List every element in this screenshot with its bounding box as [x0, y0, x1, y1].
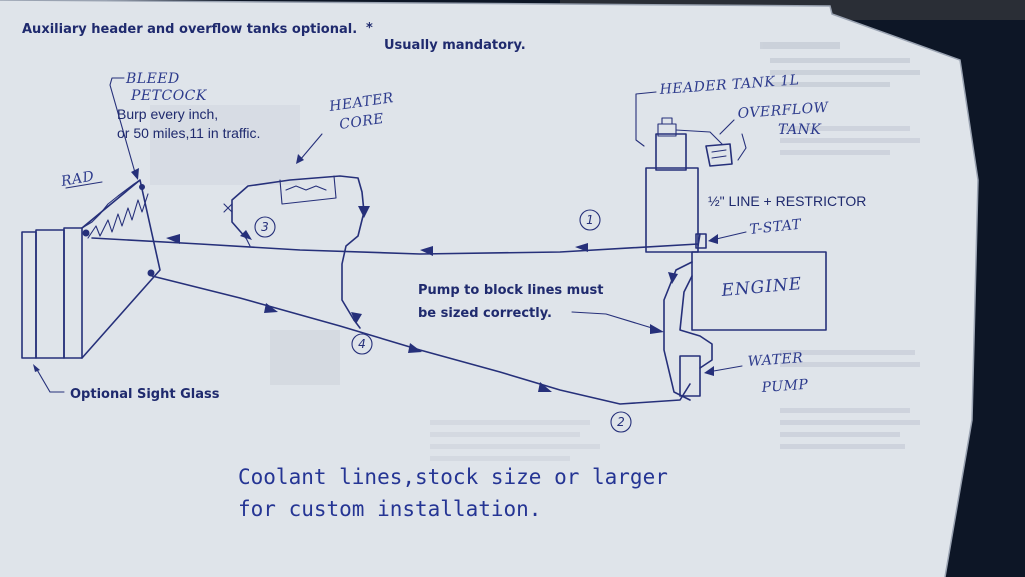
radiator: [21, 179, 161, 359]
marker-3-label: 3: [261, 220, 269, 234]
heater-feed: [245, 237, 251, 247]
coolant-note-1: Coolant lines,stock size or larger: [238, 465, 668, 489]
heater-bleed-x: [223, 203, 233, 213]
header-column: [645, 167, 699, 253]
bleed-leader: [109, 77, 137, 177]
petcock-label: PETCOCK: [130, 88, 208, 104]
header-tank: [655, 117, 723, 171]
overflow-label-2: TANK: [778, 122, 822, 138]
engine-block: [691, 251, 827, 331]
marker-4-label: 4: [358, 337, 366, 351]
rad-underline: [65, 181, 103, 189]
arrow-heater-feed: [240, 230, 252, 240]
title-star: *: [366, 21, 373, 36]
marker-3: 3: [254, 216, 276, 238]
heater-core: [223, 175, 370, 321]
tstat-label: T-STAT: [749, 216, 804, 237]
pump-to-block-inner: [679, 275, 713, 369]
page-title: Auxiliary header and overflow tanks opti…: [22, 22, 357, 37]
heater-leader: [299, 133, 323, 161]
overflow-label-1: OVERFLOW: [737, 100, 830, 122]
engine-assembly: [645, 167, 827, 401]
arrow-heater-return: [351, 312, 362, 324]
arrow-line2-c: [538, 382, 552, 392]
burp-note-2: or 50 miles,11 in traffic.: [117, 125, 260, 141]
bleed-arrowhead: [131, 168, 139, 180]
burp-note-1: Burp every inch,: [117, 106, 218, 122]
line-restrictor-label: ½" LINE + RESTRICTOR: [708, 193, 866, 209]
marker-4: 4: [351, 333, 373, 355]
tstat-arrowhead: [708, 234, 718, 244]
bleed-label: BLEED: [125, 71, 180, 87]
header-tank-bracket: [635, 91, 657, 147]
sight-glass-leader: [35, 367, 65, 393]
arrow-line2-a: [264, 303, 278, 313]
water-pump-arrowhead: [704, 366, 714, 376]
sight-glass-arrowhead: [33, 364, 40, 372]
arrow-line2-b: [408, 343, 422, 353]
arrow-line1-b: [420, 246, 433, 256]
arrow-line1-c: [166, 234, 180, 244]
sight-glass-label: Optional Sight Glass: [70, 387, 220, 402]
water-pump-label-2: PUMP: [760, 377, 809, 396]
heater-label-2: CORE: [338, 111, 385, 133]
heater-arrowhead: [296, 154, 304, 164]
marker-1: 1: [579, 209, 601, 231]
radiator-inlet: [82, 229, 90, 237]
pump-note-1: Pump to block lines must: [418, 283, 603, 298]
coolant-note-2: for custom installation.: [238, 497, 541, 521]
pump-note-2: be sized correctly.: [418, 306, 552, 321]
marker-2-label: 2: [617, 415, 625, 429]
tstat-housing: [695, 233, 707, 249]
overflow-leader: [719, 119, 735, 135]
line-2-lower: [151, 275, 691, 405]
pump-note-arrowhead: [650, 324, 664, 334]
overflow-tank: [705, 143, 733, 167]
overflow-return-curl: [737, 133, 747, 161]
radiator-outlet: [147, 269, 155, 277]
pump-note-leader: [571, 311, 653, 329]
marker-2: 2: [610, 411, 632, 433]
bleed-petcock-point: [139, 184, 145, 190]
pump-to-block-outer: [663, 261, 693, 401]
marker-1-label: 1: [586, 213, 594, 227]
paper-edge: [0, 0, 979, 577]
arrow-line1-a: [575, 243, 588, 252]
show-through-text: [150, 42, 920, 461]
water-pump-body: [679, 355, 701, 397]
line-1-upper: [91, 237, 699, 255]
title-suffix: Usually mandatory.: [384, 38, 526, 53]
arrow-pump-up: [668, 272, 678, 284]
water-pump-label-1: WATER: [747, 350, 804, 370]
